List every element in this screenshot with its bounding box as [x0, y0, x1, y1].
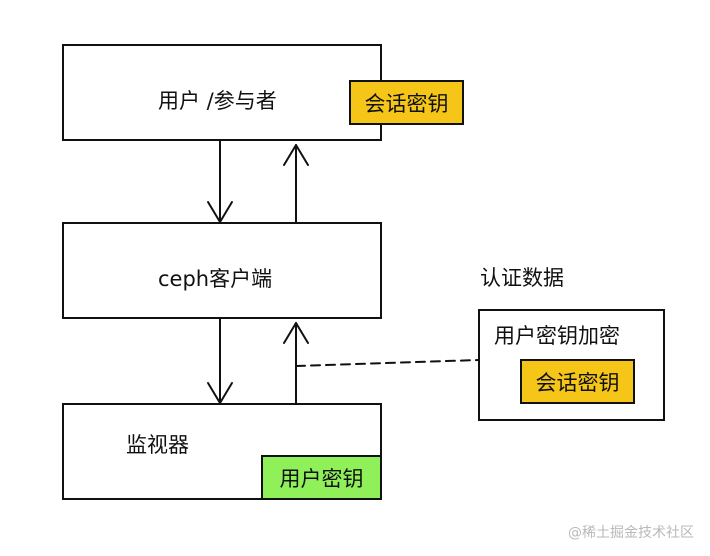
user-participant-label: 用户 /参与者 [158, 89, 277, 113]
ceph-client-label: ceph客户端 [158, 267, 273, 291]
monitor-to-client-arrow [283, 322, 309, 404]
user-key-tag: 用户密钥 [261, 455, 382, 500]
client-to-monitor-arrow [207, 318, 233, 404]
user-to-client-arrow [207, 140, 233, 223]
auth-session-key-tag: 会话密钥 [520, 359, 635, 404]
auth-data-dashed-link [295, 359, 479, 367]
watermark: @稀土掘金技术社区 [568, 525, 694, 541]
ceph-client-box: ceph客户端 [62, 222, 382, 319]
user-key-encrypted-label: 用户密钥加密 [494, 324, 620, 348]
user-participant-box: 用户 /参与者 [62, 44, 382, 141]
session-key-tag: 会话密钥 [349, 80, 464, 125]
monitor-box: 监视器 [62, 403, 382, 500]
client-to-user-arrow [283, 144, 309, 223]
auth-data-title: 认证数据 [480, 266, 564, 290]
monitor-label: 监视器 [126, 433, 189, 457]
